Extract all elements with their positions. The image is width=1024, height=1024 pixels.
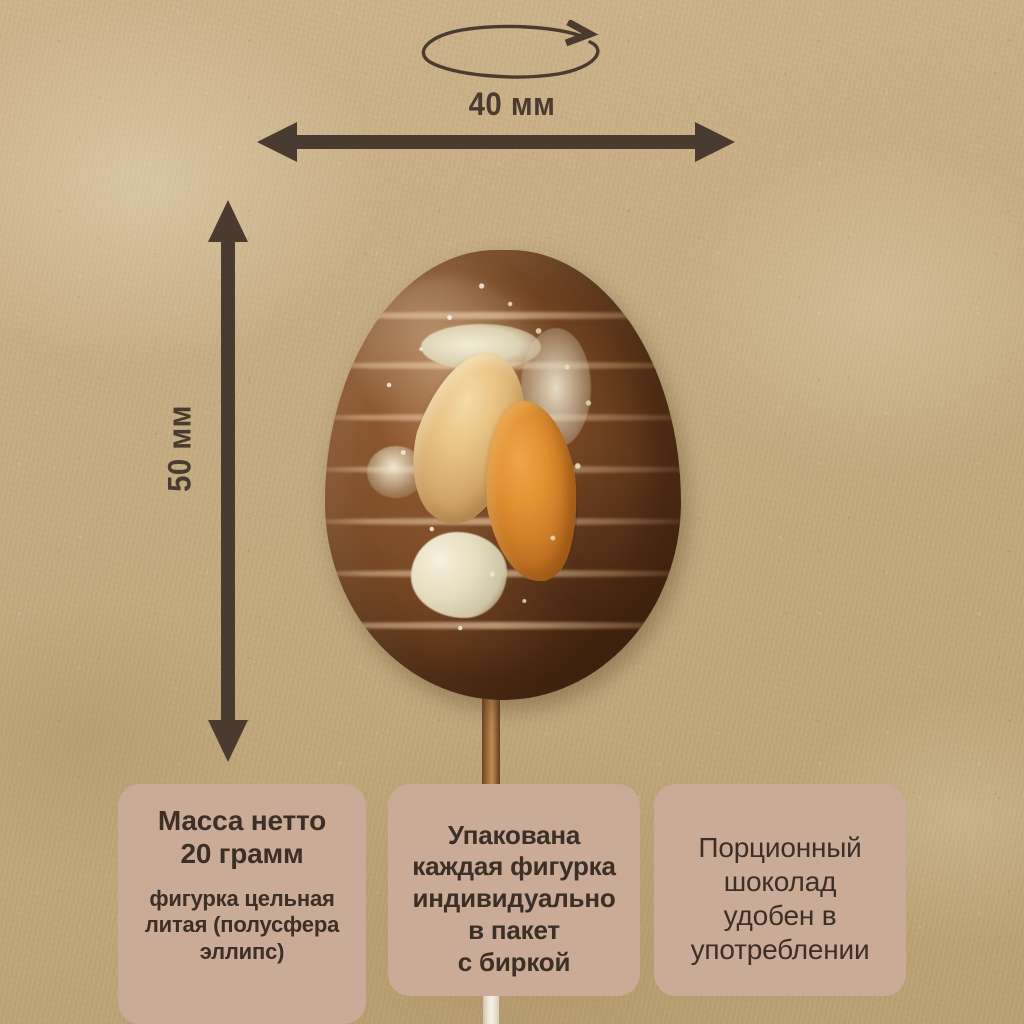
card-portion-line2: шоколад	[723, 865, 837, 897]
card-packaging-line1: Упакована	[447, 819, 581, 850]
sugar-speckles	[325, 250, 681, 700]
card-mass-sub-line2: литая (полусфера	[144, 912, 340, 938]
width-dimension-label: 40 мм	[468, 86, 556, 122]
width-dimension-arrow	[257, 122, 735, 162]
card-mass-title-line2: 20 грамм	[180, 838, 304, 870]
height-dimension-label: 50 мм	[161, 405, 198, 492]
product-photo	[300, 240, 710, 1024]
card-mass-sub-line1: фигурка цельная	[149, 886, 335, 912]
card-packaging-line4: в пакет	[468, 914, 560, 945]
card-packaging-line5: с биркой	[457, 946, 571, 977]
height-dimension-arrow	[208, 200, 248, 762]
card-packaging-line3: индивидуально	[412, 883, 616, 914]
chocolate-egg	[325, 250, 681, 700]
card-mass-sub-line3: эллипс)	[199, 938, 285, 964]
card-portion-line1: Порционный	[698, 831, 862, 863]
card-portion-line4: употреблении	[690, 934, 870, 966]
info-card-mass: Масса нетто 20 грамм фигурка цельная лит…	[118, 784, 366, 1024]
card-mass-title-line1: Масса нетто	[157, 805, 327, 836]
rotation-ellipse-icon	[421, 20, 600, 79]
info-card-portion: Порционный шоколад удобен в употреблении	[654, 784, 906, 996]
card-portion-line3: удобен в	[723, 900, 837, 931]
card-packaging-line2: каждая фигурка	[412, 851, 616, 882]
info-card-packaging: Упакована каждая фигурка индивидуально в…	[388, 784, 640, 996]
